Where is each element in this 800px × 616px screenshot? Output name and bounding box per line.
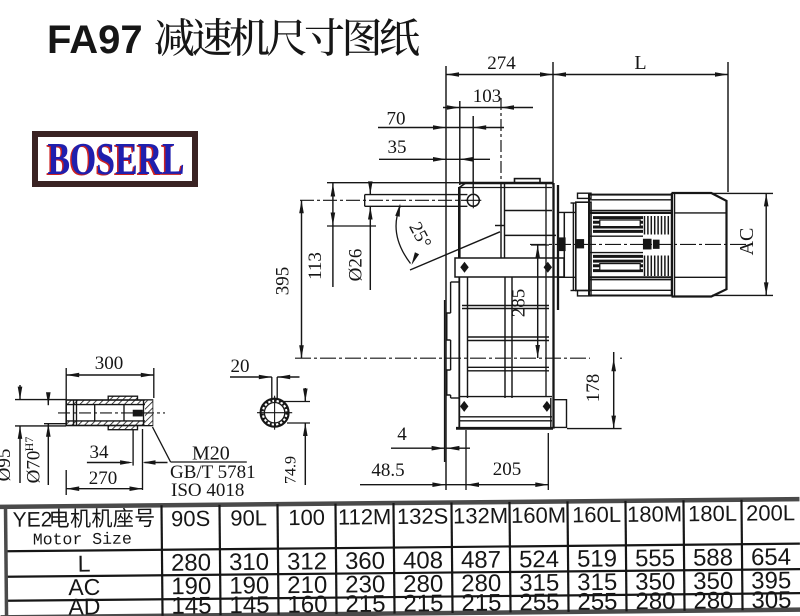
svg-text:395: 395 — [273, 267, 294, 296]
svg-text:20: 20 — [231, 356, 250, 377]
svg-text:145: 145 — [171, 592, 211, 616]
svg-text:190: 190 — [229, 572, 269, 599]
svg-text:4: 4 — [397, 424, 407, 445]
svg-text:100: 100 — [288, 505, 325, 530]
svg-text:180M: 180M — [627, 501, 682, 527]
svg-text:350: 350 — [635, 568, 675, 595]
svg-text:285: 285 — [509, 289, 530, 318]
svg-text:255: 255 — [577, 588, 617, 615]
svg-text:305: 305 — [751, 587, 791, 614]
svg-text:Motor Size: Motor Size — [33, 530, 132, 550]
svg-text:519: 519 — [577, 545, 617, 572]
svg-text:90L: 90L — [230, 505, 267, 530]
svg-text:350: 350 — [693, 568, 733, 595]
svg-text:270: 270 — [89, 468, 118, 489]
svg-text:487: 487 — [461, 547, 501, 574]
svg-text:280: 280 — [171, 549, 211, 576]
svg-text:395: 395 — [751, 567, 791, 594]
svg-text:274: 274 — [487, 53, 516, 74]
svg-text:190: 190 — [171, 573, 211, 600]
svg-text:160M: 160M — [511, 502, 566, 528]
svg-text:35: 35 — [388, 137, 407, 158]
svg-text:588: 588 — [693, 544, 733, 571]
svg-text:312: 312 — [287, 548, 327, 575]
svg-text:524: 524 — [519, 546, 559, 573]
svg-text:AC: AC — [68, 574, 100, 600]
svg-text:280: 280 — [461, 570, 501, 597]
svg-text:YE2: YE2 — [13, 508, 53, 531]
svg-text:L: L — [634, 52, 646, 74]
svg-text:Ø70: Ø70 — [24, 451, 45, 484]
svg-text:145: 145 — [229, 592, 269, 616]
svg-text:M20: M20 — [192, 443, 230, 465]
svg-text:300: 300 — [95, 353, 124, 374]
svg-text:315: 315 — [577, 569, 617, 596]
svg-text:L: L — [78, 550, 91, 576]
svg-text:BOSERL: BOSERL — [46, 135, 183, 185]
svg-text:215: 215 — [461, 590, 501, 616]
svg-text:408: 408 — [403, 547, 443, 574]
svg-text:654: 654 — [751, 544, 791, 571]
svg-text:215: 215 — [345, 591, 385, 616]
svg-text:180L: 180L — [688, 501, 737, 526]
svg-text:280: 280 — [693, 587, 733, 614]
svg-text:178: 178 — [583, 374, 604, 403]
svg-text:280: 280 — [403, 571, 443, 598]
svg-text:AD: AD — [68, 593, 100, 616]
svg-text:Ø95: Ø95 — [0, 449, 15, 482]
svg-text:205: 205 — [493, 459, 522, 480]
svg-text:34: 34 — [90, 442, 110, 463]
svg-text:FA97: FA97 — [47, 18, 143, 62]
svg-text:113: 113 — [305, 252, 326, 280]
svg-text:360: 360 — [345, 548, 385, 575]
svg-text:ISO 4018: ISO 4018 — [171, 480, 244, 501]
svg-text:215: 215 — [403, 590, 443, 616]
svg-text:200L: 200L — [746, 500, 795, 525]
svg-text:Ø26: Ø26 — [346, 249, 367, 282]
svg-text:255: 255 — [519, 589, 559, 616]
svg-text:90S: 90S — [171, 506, 210, 531]
svg-text:132M: 132M — [453, 503, 508, 529]
svg-text:103: 103 — [473, 86, 502, 107]
svg-text:70: 70 — [387, 109, 406, 130]
svg-text:555: 555 — [635, 545, 675, 572]
svg-text:GB/T 5781: GB/T 5781 — [170, 462, 256, 483]
svg-text:112M: 112M — [338, 504, 392, 530]
svg-text:BOSERL: BOSERL — [48, 134, 185, 184]
svg-text:210: 210 — [287, 572, 327, 599]
svg-text:160L: 160L — [572, 502, 621, 527]
svg-text:310: 310 — [229, 549, 269, 576]
svg-text:230: 230 — [345, 571, 385, 598]
svg-text:H7: H7 — [22, 437, 36, 452]
svg-text:AC: AC — [736, 228, 758, 256]
svg-text:48.5: 48.5 — [371, 460, 404, 481]
svg-text:315: 315 — [519, 569, 559, 596]
svg-text:280: 280 — [635, 588, 675, 615]
svg-text:160: 160 — [287, 591, 327, 616]
svg-text:74.9: 74.9 — [283, 456, 300, 484]
svg-text:132S: 132S — [397, 504, 449, 529]
